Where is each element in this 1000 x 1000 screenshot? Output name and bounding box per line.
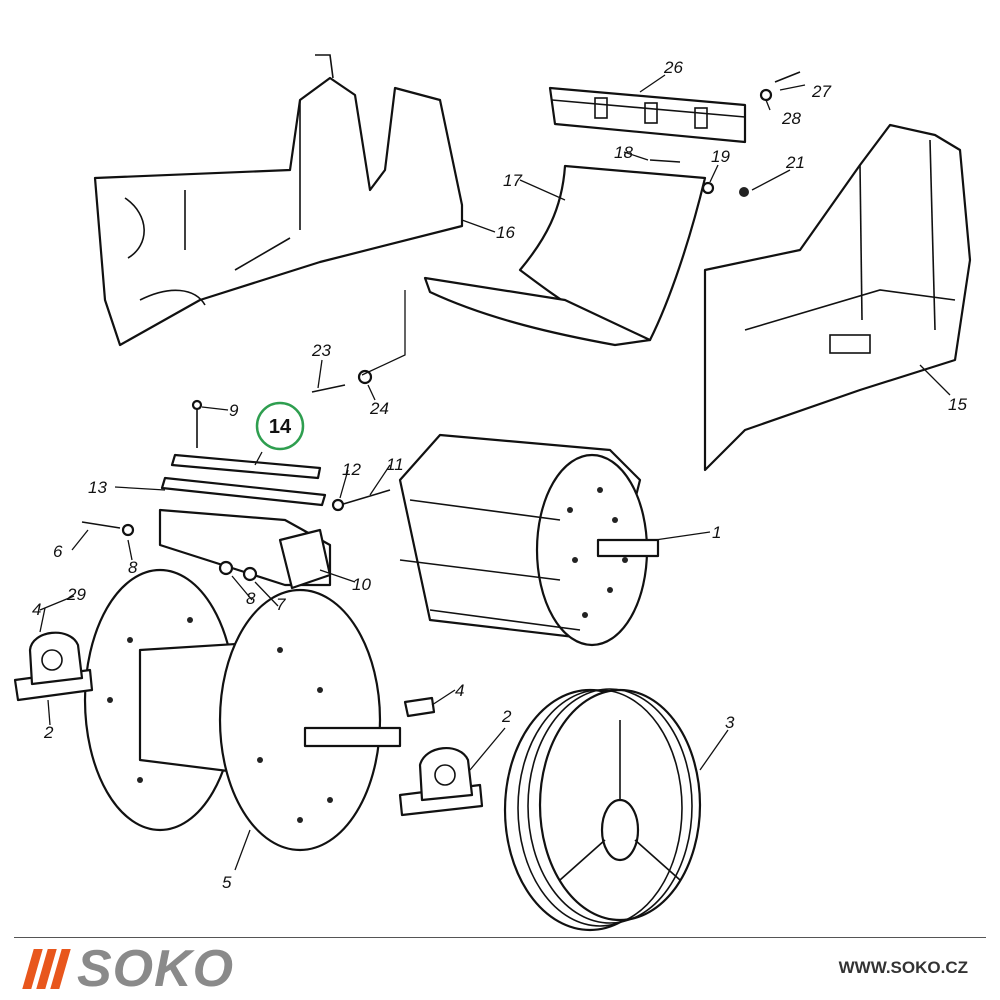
- callout-11: 11: [386, 455, 404, 474]
- part-17-concave: [423, 164, 707, 347]
- callout-9: 9: [229, 401, 239, 420]
- callout-17: 17: [503, 171, 522, 190]
- logo-bars-icon: [22, 949, 71, 989]
- part-4-bracket: [403, 696, 436, 718]
- callout-28: 28: [781, 109, 801, 128]
- callout-27: 27: [811, 82, 831, 101]
- callout-4-right: 4: [455, 681, 464, 700]
- callout-5: 5: [222, 873, 232, 892]
- highlight-label: 14: [269, 416, 292, 438]
- part-2-bearing-left: [13, 631, 94, 702]
- logo-text: SOKO: [77, 940, 235, 998]
- part-16-left-side-panel: [93, 54, 464, 347]
- callout-8-upper: 8: [128, 558, 138, 577]
- callout-3: 3: [725, 713, 735, 732]
- callout-12: 12: [342, 460, 361, 479]
- callouts: 26 27 28 18 19 21 17 16 15 23 24 9 13 12…: [32, 58, 967, 892]
- callout-6: 6: [53, 542, 63, 561]
- callout-29: 29: [66, 585, 86, 604]
- part-26-top-beam: [548, 86, 747, 144]
- callout-8-lower: 8: [246, 589, 256, 608]
- callout-10: 10: [352, 575, 371, 594]
- part-3-pulley: [503, 688, 702, 932]
- soko-logo: SOKO: [22, 940, 235, 998]
- part-5-spool: [83, 568, 402, 852]
- callout-2-left: 2: [43, 723, 54, 742]
- callout-24: 24: [369, 399, 389, 418]
- website-link[interactable]: WWW.SOKO.CZ: [838, 958, 968, 977]
- callout-15: 15: [948, 395, 967, 414]
- callout-1: 1: [712, 523, 721, 542]
- part-15-right-frame: [703, 123, 972, 472]
- highlight-ring: [255, 401, 305, 451]
- callout-13: 13: [88, 478, 107, 497]
- callout-26: 26: [663, 58, 683, 77]
- footer-divider: [14, 937, 986, 938]
- callout-2-right: 2: [501, 707, 512, 726]
- part-group-bracket: [81, 399, 391, 590]
- part-2-bearing-right: [398, 746, 484, 817]
- callout-23: 23: [311, 341, 331, 360]
- callout-7: 7: [276, 595, 286, 614]
- callout-16: 16: [496, 223, 515, 242]
- callout-19: 19: [711, 147, 730, 166]
- highlight-part-14[interactable]: 14: [255, 401, 305, 451]
- callout-18: 18: [614, 143, 633, 162]
- callout-21: 21: [785, 153, 805, 172]
- part-1-rotor: [398, 433, 660, 647]
- leader-lines: [39, 74, 951, 871]
- callout-4-left: 4: [32, 600, 41, 619]
- parts-diagram: 26 27 28 18 19 21 17 16 15 23 24 9 13 12…: [13, 54, 972, 932]
- fasteners-top: [311, 71, 801, 393]
